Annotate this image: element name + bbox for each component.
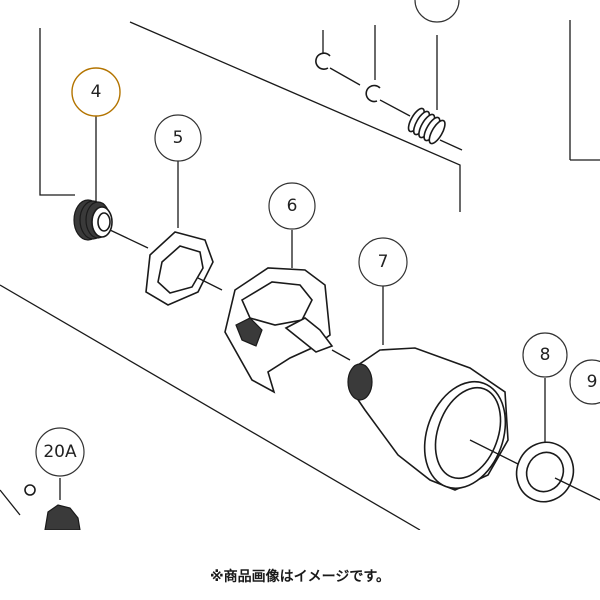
callout-9-label: 9 — [587, 372, 598, 392]
callout-8[interactable]: 8 — [522, 332, 568, 378]
callout-5[interactable]: 5 — [154, 114, 202, 162]
part-8-washer — [515, 378, 600, 503]
callout-5-label: 5 — [173, 128, 184, 148]
callout-top-partial — [414, 0, 460, 23]
callout-9[interactable]: 9 — [569, 359, 600, 405]
exploded-parts-diagram: 4 5 6 7 8 9 20A — [0, 0, 600, 530]
callout-4-label: 4 — [91, 82, 102, 102]
part-7-nose-cone — [347, 286, 521, 491]
part-6-housing-shell — [224, 230, 351, 394]
spring — [407, 107, 446, 145]
callout-6-label: 6 — [287, 196, 298, 216]
callout-20A[interactable]: 20A — [35, 427, 85, 477]
retaining-ring-a — [315, 52, 331, 70]
part-5-ring — [145, 158, 223, 306]
image-disclaimer-caption: ※商品画像はイメージです。 — [210, 569, 390, 585]
top-parts — [315, 25, 463, 151]
callout-4[interactable]: 4 — [71, 67, 121, 117]
retaining-ring-b — [365, 84, 381, 103]
part-4-threaded-nut — [73, 112, 149, 249]
frame-lines — [0, 20, 600, 530]
callout-6[interactable]: 6 — [268, 182, 316, 230]
callout-20A-label: 20A — [43, 442, 77, 462]
callout-8-label: 8 — [540, 345, 551, 365]
callout-7[interactable]: 7 — [358, 237, 408, 287]
part-20A-gear-fragment — [24, 484, 81, 530]
callout-7-label: 7 — [378, 252, 389, 272]
